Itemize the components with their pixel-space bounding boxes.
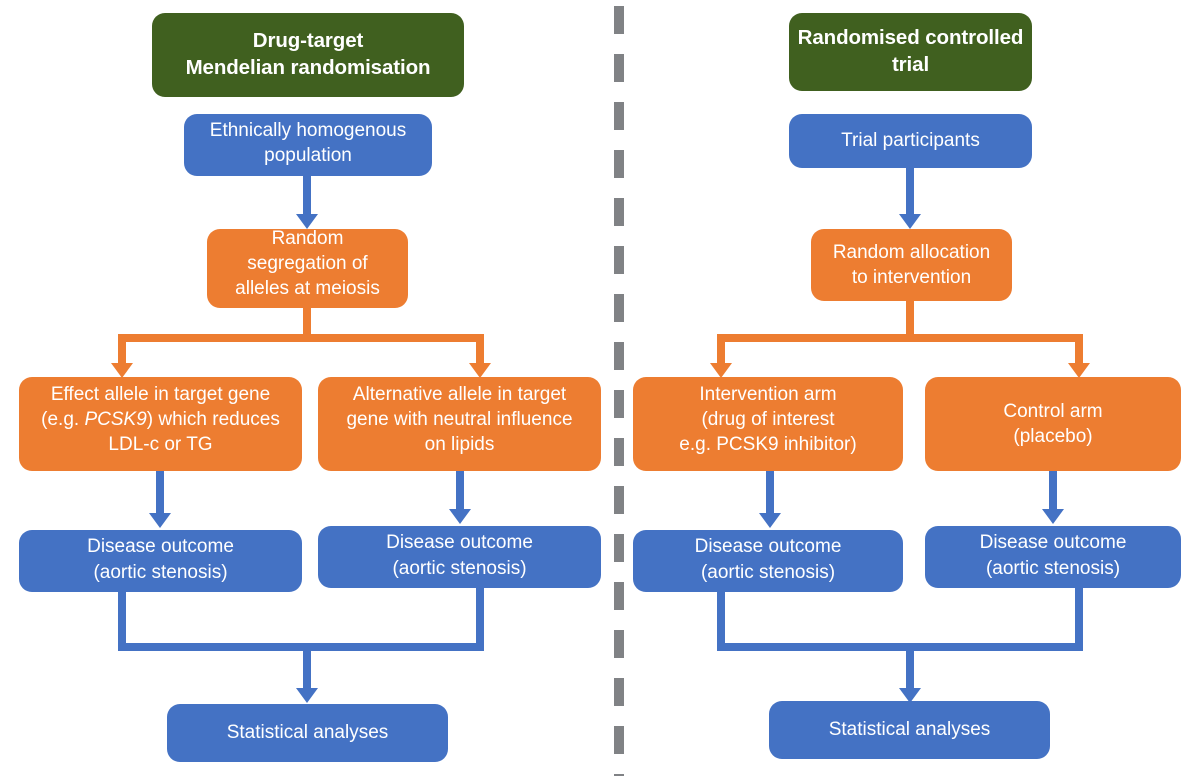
node-disease-outcome-intervention-label: Disease outcome (aortic stenosis) — [694, 536, 842, 583]
node-ethnically-homogenous-population: Ethnically homogenous population — [184, 114, 432, 176]
node-ethnically-homogenous-population-label: Ethnically homogenous population — [209, 119, 407, 166]
arrowhead-effect-allele-to-outcome — [149, 513, 171, 528]
connector-merge-right-stem — [906, 643, 914, 689]
arrowhead-participants-to-allocation — [899, 214, 921, 229]
connector-allocation-stem — [906, 301, 914, 338]
arrowhead-alternative-allele-to-outcome — [449, 509, 471, 524]
connector-segregation-right-arm — [476, 334, 484, 364]
node-trial-participants-label: Trial participants — [841, 130, 980, 152]
arrowhead-population-to-segregation — [296, 214, 318, 229]
node-disease-outcome-mr-alternative: Disease outcome (aortic stenosis) — [318, 526, 601, 588]
node-control-arm: Control arm (placebo) — [925, 377, 1181, 471]
connector-intervention-to-outcome — [766, 471, 774, 515]
node-disease-outcome-control: Disease outcome (aortic stenosis) — [925, 526, 1181, 588]
node-alternative-allele: Alternative allele in target gene with n… — [318, 377, 601, 471]
connector-merge-right-right-arm — [1075, 588, 1083, 651]
node-disease-outcome-mr-effect: Disease outcome (aortic stenosis) — [19, 530, 302, 592]
connector-merge-right-arm — [476, 588, 484, 651]
node-random-segregation-label: Random segregation of alleles at meiosis — [235, 229, 380, 300]
connector-merge-right-crossbar — [717, 643, 1083, 651]
node-effect-allele-label: Effect allele in target gene(e.g. PCSK9)… — [41, 383, 280, 456]
connector-participants-to-allocation — [906, 168, 914, 215]
arrowhead-to-effect-allele — [111, 363, 133, 378]
connector-segregation-stem — [303, 308, 311, 338]
node-intervention-arm: Intervention arm (drug of interest e.g. … — [633, 377, 903, 471]
left-column-header-label: Drug-target Mendelian randomisation — [185, 29, 431, 79]
connector-merge-crossbar — [118, 643, 484, 651]
connector-segregation-left-arm — [118, 334, 126, 364]
node-statistical-analyses-mr-label: Statistical analyses — [226, 722, 389, 744]
node-disease-outcome-mr-effect-label: Disease outcome (aortic stenosis) — [87, 536, 234, 583]
right-column-header-label: Randomised controlled trial — [797, 26, 1024, 76]
connector-population-to-segregation — [303, 176, 311, 215]
connector-merge-stem — [303, 643, 311, 689]
arrowhead-to-alternative-allele — [469, 363, 491, 378]
node-intervention-arm-label: Intervention arm (drug of interest e.g. … — [679, 383, 857, 456]
connector-merge-right-left-arm — [717, 592, 725, 651]
node-alternative-allele-label: Alternative allele in target gene with n… — [346, 383, 573, 456]
arrowhead-to-statistical-analyses-left — [296, 688, 318, 703]
connector-segregation-crossbar — [118, 334, 484, 342]
node-statistical-analyses-mr: Statistical analyses — [167, 704, 448, 762]
node-disease-outcome-intervention: Disease outcome (aortic stenosis) — [633, 530, 903, 592]
connector-merge-left-arm — [118, 592, 126, 651]
node-disease-outcome-mr-alternative-label: Disease outcome (aortic stenosis) — [386, 532, 533, 579]
arrowhead-to-intervention-arm — [710, 363, 732, 378]
connector-effect-allele-to-outcome — [156, 471, 164, 515]
left-column-header: Drug-target Mendelian randomisation — [152, 13, 464, 97]
arrowhead-to-statistical-analyses-right — [899, 688, 921, 703]
column-divider-dashed-line — [614, 6, 624, 776]
node-disease-outcome-control-label: Disease outcome (aortic stenosis) — [979, 532, 1127, 579]
node-statistical-analyses-rct-label: Statistical analyses — [828, 719, 991, 741]
node-trial-participants: Trial participants — [789, 114, 1032, 168]
arrowhead-intervention-to-outcome — [759, 513, 781, 528]
node-random-allocation-label: Random allocation to intervention — [832, 241, 991, 288]
arrowhead-control-to-outcome — [1042, 509, 1064, 524]
node-statistical-analyses-rct: Statistical analyses — [769, 701, 1050, 759]
node-random-allocation: Random allocation to intervention — [811, 229, 1012, 301]
connector-allocation-right-arm — [1075, 334, 1083, 364]
node-random-segregation: Random segregation of alleles at meiosis — [207, 229, 408, 308]
gene-name-pcsk9: PCSK9 — [84, 408, 147, 430]
right-column-header: Randomised controlled trial — [789, 13, 1032, 91]
connector-control-to-outcome — [1049, 471, 1057, 511]
connector-allocation-left-arm — [717, 334, 725, 364]
connector-allocation-crossbar — [717, 334, 1083, 342]
node-effect-allele: Effect allele in target gene(e.g. PCSK9)… — [19, 377, 302, 471]
arrowhead-to-control-arm — [1068, 363, 1090, 378]
node-control-arm-label: Control arm (placebo) — [1003, 400, 1103, 447]
connector-alternative-allele-to-outcome — [456, 471, 464, 511]
